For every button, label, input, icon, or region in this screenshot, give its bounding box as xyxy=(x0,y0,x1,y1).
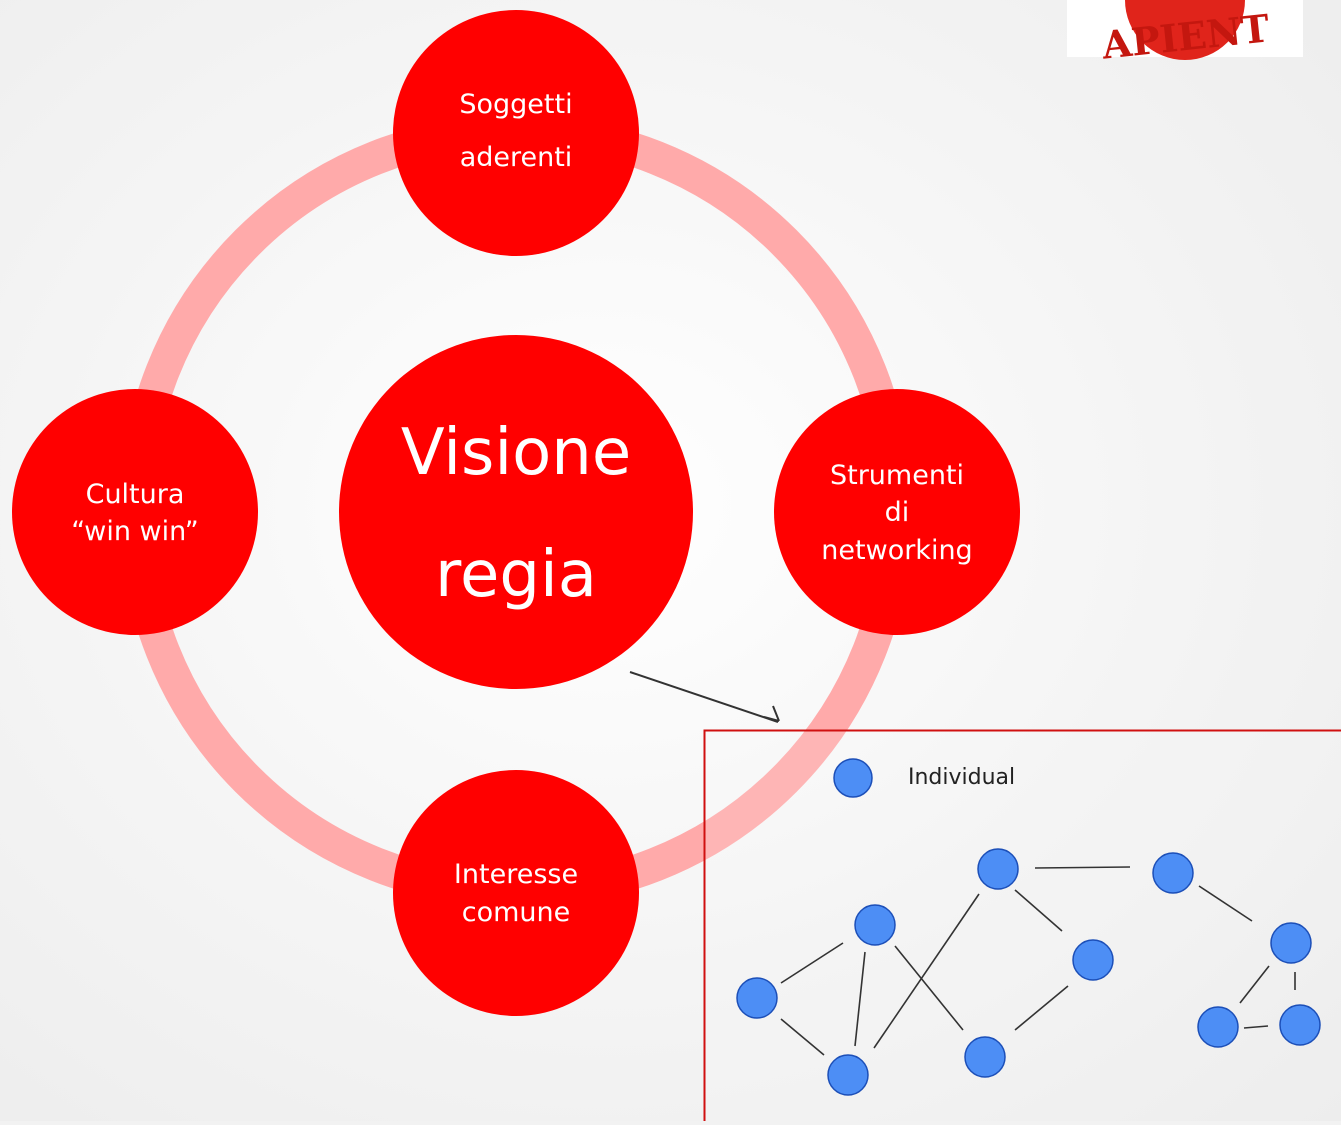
node-soggetti-aderenti-line1: Soggetti xyxy=(459,89,572,120)
individual-node xyxy=(855,905,895,945)
node-interesse-comune: Interesse comune xyxy=(393,770,639,1016)
node-cultura-line2: “win win” xyxy=(71,516,199,547)
node-visione-circle xyxy=(339,335,693,689)
individual-node xyxy=(1271,923,1311,963)
individual-node xyxy=(1073,940,1113,980)
individual-node xyxy=(1153,853,1193,893)
node-strumenti-line3: networking xyxy=(821,535,972,566)
node-interesse-line1: Interesse xyxy=(454,859,578,890)
node-strumenti-line2: di xyxy=(885,497,910,528)
node-interesse-line2: comune xyxy=(462,897,571,928)
individual-node xyxy=(1198,1007,1238,1047)
node-visione-line1: Visione xyxy=(401,416,631,490)
individual-node xyxy=(737,978,777,1018)
individual-node-icon xyxy=(834,759,872,797)
university-seal-logo: APIENT xyxy=(1067,0,1303,68)
network-edge xyxy=(1035,867,1130,868)
individual-node xyxy=(828,1055,868,1095)
node-soggetti-aderenti-circle xyxy=(393,10,639,256)
node-soggetti-aderenti: Soggetti aderenti xyxy=(393,10,639,256)
individual-node xyxy=(965,1037,1005,1077)
node-cultura-win-win: Cultura “win win” xyxy=(12,389,258,635)
arrow-line xyxy=(630,672,778,722)
node-cultura-circle xyxy=(12,389,258,635)
individual-node xyxy=(1280,1005,1320,1045)
node-strumenti-line1: Strumenti xyxy=(830,460,964,491)
arrow-to-network xyxy=(630,672,779,722)
social-network-panel: Individual xyxy=(705,731,1341,1122)
node-visione-line2: regia xyxy=(435,538,597,612)
legend-label: Individual xyxy=(908,765,1015,790)
node-soggetti-aderenti-line2: aderenti xyxy=(460,142,573,173)
individual-node xyxy=(978,849,1018,889)
network-panel-border xyxy=(705,731,1341,1122)
node-interesse-circle xyxy=(393,770,639,1016)
node-visione-regia: Visione regia xyxy=(339,335,693,689)
node-cultura-line1: Cultura xyxy=(86,479,185,510)
node-strumenti-di-networking: Strumenti di networking xyxy=(774,389,1020,635)
